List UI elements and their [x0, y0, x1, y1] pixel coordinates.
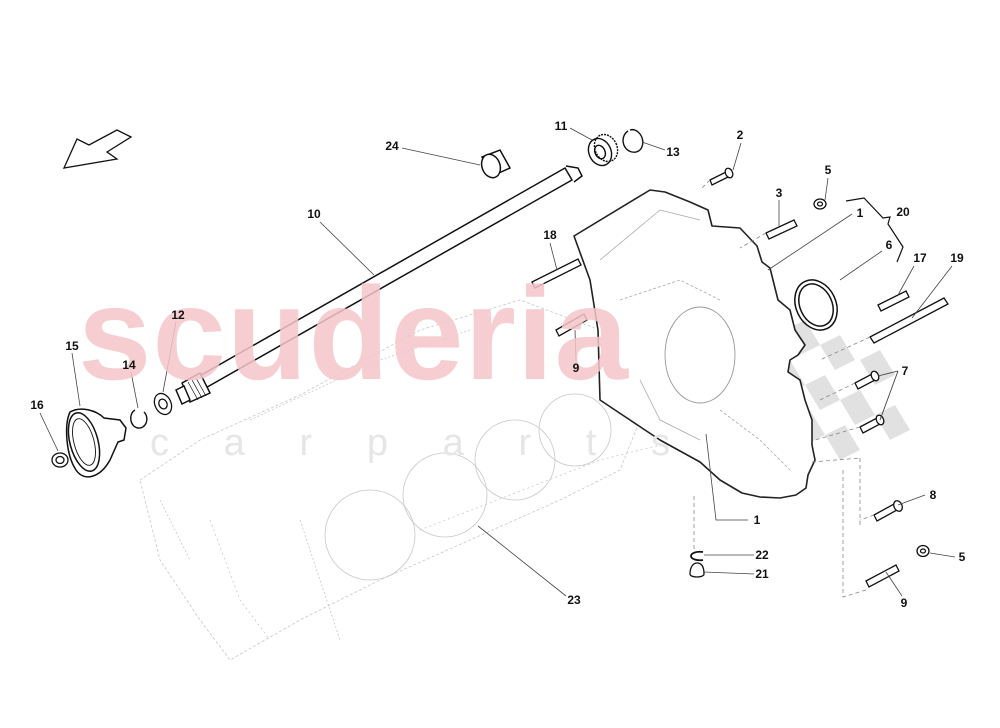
circlip-part-14[interactable] — [130, 409, 148, 429]
part-label-23[interactable]: 23 — [567, 593, 581, 607]
leader-lines — [39, 127, 956, 597]
bolt-part-2[interactable] — [709, 167, 734, 186]
part-label-5[interactable]: 5 — [824, 163, 832, 177]
leader-line — [703, 571, 755, 575]
watermark-car-parts: c a r p a r t s — [150, 424, 670, 462]
dowel-pin-part-9-lower[interactable] — [865, 564, 900, 588]
o-ring-part-22[interactable] — [690, 550, 704, 562]
leader-line — [574, 329, 577, 362]
watermark-letter: p — [366, 422, 388, 464]
leader-line — [401, 147, 481, 166]
part-label-20[interactable]: 20 — [896, 205, 910, 219]
leader-line — [130, 371, 139, 409]
leader-line — [767, 213, 853, 271]
group-bracket-part-20 — [845, 197, 904, 263]
part-label-9[interactable]: 9 — [572, 361, 580, 375]
watermark-letter: t — [585, 422, 597, 464]
part-label-8[interactable]: 8 — [929, 488, 937, 502]
dowel-pin-part-3[interactable] — [765, 219, 798, 240]
part-label-14[interactable]: 14 — [122, 358, 136, 372]
leader-line — [39, 412, 59, 452]
bolt-part-7-lower[interactable] — [859, 414, 885, 434]
watermark-letter: a — [442, 422, 464, 464]
leader-line — [839, 250, 883, 281]
part-label-15[interactable]: 15 — [65, 339, 79, 353]
part-label-9[interactable]: 9 — [900, 596, 908, 610]
plug-part-21[interactable] — [689, 562, 705, 578]
part-label-16[interactable]: 16 — [30, 398, 44, 412]
leader-line — [911, 265, 953, 319]
dowel-pin-part-9-upper[interactable] — [555, 313, 588, 337]
part-label-6[interactable]: 6 — [885, 238, 893, 252]
watermark-letter: c — [150, 422, 169, 464]
part-label-5[interactable]: 5 — [958, 550, 966, 564]
leader-line — [885, 571, 903, 597]
part-label-13[interactable]: 13 — [666, 145, 680, 159]
watermark-letter: s — [651, 422, 670, 464]
part-label-7[interactable]: 7 — [901, 364, 909, 378]
leader-line — [897, 494, 926, 506]
part-label-12[interactable]: 12 — [171, 308, 185, 322]
cap-part-24[interactable] — [478, 149, 512, 180]
long-pin-part-19[interactable] — [869, 297, 949, 344]
watermark-scuderia: scuderia — [78, 260, 629, 407]
leader-line — [732, 142, 742, 171]
bolt-part-8[interactable] — [873, 499, 904, 522]
part-label-24[interactable]: 24 — [385, 139, 399, 153]
bearing-part-11[interactable] — [584, 131, 622, 170]
part-label-22[interactable]: 22 — [755, 548, 769, 562]
circlip-part-13[interactable] — [622, 128, 644, 153]
watermark-letter: r — [518, 422, 532, 464]
part-label-2[interactable]: 2 — [736, 128, 744, 142]
nut-part-16[interactable] — [51, 452, 69, 468]
leader-line — [549, 242, 558, 271]
part-label-1[interactable]: 1 — [753, 513, 761, 527]
nut-part-5-upper[interactable] — [813, 198, 827, 210]
leader-line — [641, 141, 666, 151]
part-label-21[interactable]: 21 — [755, 567, 769, 581]
nut-part-5-lower[interactable] — [916, 544, 930, 558]
watermark-letter: r — [299, 422, 313, 464]
dowel-pin-part-17[interactable] — [877, 290, 910, 312]
bolt-part-7-upper[interactable] — [854, 370, 880, 390]
part-label-19[interactable]: 19 — [950, 251, 964, 265]
part-label-17[interactable]: 17 — [913, 251, 927, 265]
part-label-1[interactable]: 1 — [856, 206, 864, 220]
leader-line — [319, 221, 375, 276]
leader-line — [897, 265, 915, 296]
seal-ring-part-6[interactable] — [787, 273, 845, 337]
leader-line — [705, 433, 748, 521]
leader-line — [71, 352, 81, 407]
bearing-part-12[interactable] — [151, 391, 175, 418]
leader-line — [824, 177, 829, 201]
leader-line — [929, 552, 956, 558]
drive-shaft-part-10[interactable] — [175, 165, 583, 406]
part-label-3[interactable]: 3 — [775, 186, 783, 200]
part-label-18[interactable]: 18 — [543, 228, 557, 242]
transmission-cover-part-1[interactable] — [573, 189, 816, 499]
bracket-part-7 — [877, 370, 899, 421]
part-label-10[interactable]: 10 — [307, 207, 321, 221]
watermark-letter: a — [223, 422, 245, 464]
front-direction-arrow-icon — [62, 129, 133, 169]
housing-part-15[interactable] — [63, 408, 127, 478]
assembly-dashed-lines — [693, 179, 875, 598]
leader-line — [569, 127, 593, 141]
dowel-pin-part-18[interactable] — [531, 258, 582, 289]
leader-line — [162, 321, 177, 393]
part-label-11[interactable]: 11 — [554, 119, 568, 133]
engine-block-drawing — [139, 299, 681, 661]
leader-line — [477, 525, 567, 597]
